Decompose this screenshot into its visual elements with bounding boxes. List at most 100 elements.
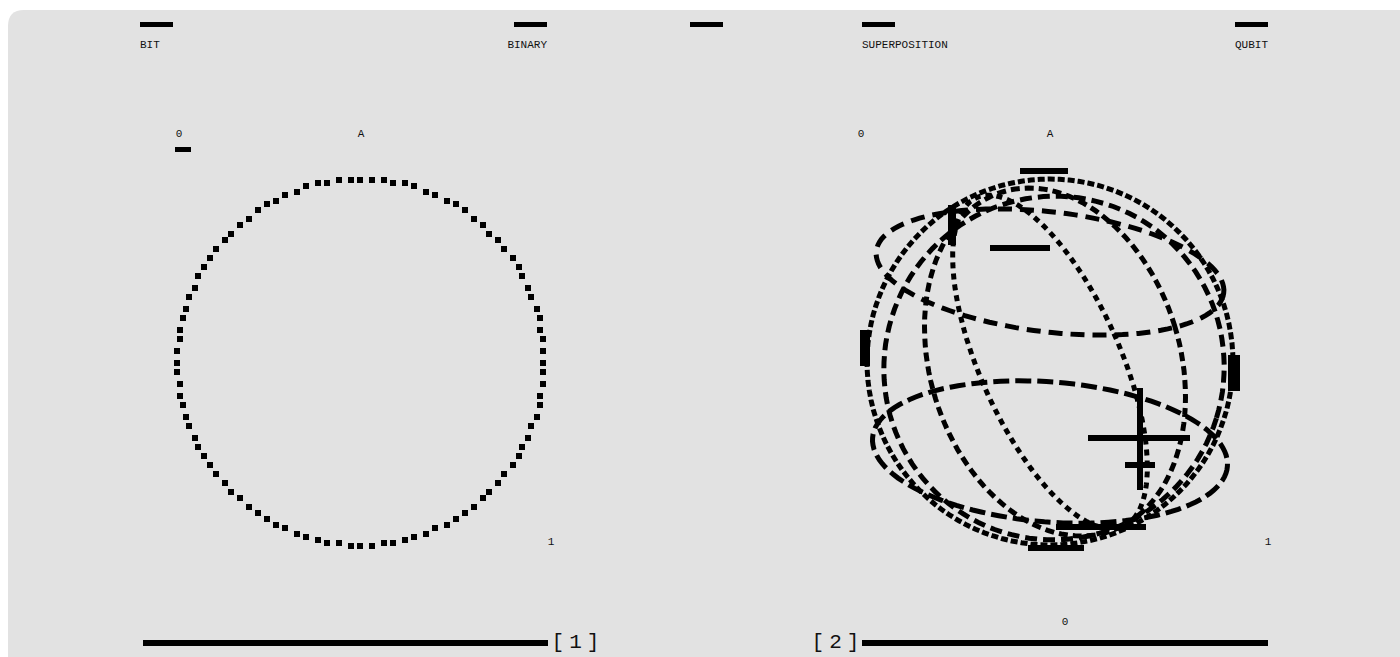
panel-ground — [8, 10, 1400, 657]
axis-label: A — [1047, 129, 1054, 140]
pixel-dot — [237, 222, 243, 228]
sphere-mark — [1020, 168, 1068, 174]
sphere-mark — [860, 330, 870, 366]
pixel-dot — [180, 315, 186, 321]
pixel-dot — [444, 198, 450, 204]
axis-label: 0 — [1062, 617, 1069, 628]
pixel-dot — [315, 537, 321, 543]
pixel-dot — [495, 237, 501, 243]
sphere-mark — [990, 245, 1050, 251]
pixel-dot — [540, 381, 546, 387]
pixel-dot — [534, 306, 540, 312]
pixel-dot — [357, 177, 363, 183]
sphere-mark — [1137, 388, 1143, 490]
pixel-dot — [213, 471, 219, 477]
pixel-dot — [195, 444, 201, 450]
pixel-dot — [177, 336, 183, 342]
tick-mark — [862, 22, 895, 27]
pixel-dot — [537, 327, 543, 333]
pixel-dot — [303, 534, 309, 540]
sphere-mark — [1228, 355, 1240, 391]
pixel-dot — [174, 348, 180, 354]
pixel-dot — [336, 177, 342, 183]
pixel-dot — [174, 369, 180, 375]
state-marker — [175, 147, 191, 152]
sphere-mark — [1125, 462, 1155, 468]
axis-label: A — [358, 129, 365, 140]
pixel-dot — [471, 504, 477, 510]
axis-label: BIT — [140, 40, 160, 51]
pixel-dot — [537, 402, 543, 408]
baseline-bar — [143, 640, 548, 646]
sphere-mark — [1056, 524, 1146, 530]
pixel-dot — [423, 531, 429, 537]
pixel-dot — [537, 393, 543, 399]
pixel-dot — [324, 180, 330, 186]
pixel-dot — [471, 216, 477, 222]
pixel-dot — [486, 231, 492, 237]
baseline-bar — [862, 640, 1268, 646]
pixel-dot — [381, 540, 387, 546]
pixel-dot — [516, 264, 522, 270]
pixel-dot — [348, 543, 354, 549]
axis-label: QUBIT — [1235, 40, 1268, 51]
pixel-dot — [534, 414, 540, 420]
pixel-dot — [432, 525, 438, 531]
pixel-dot — [537, 315, 543, 321]
pixel-dot — [540, 369, 546, 375]
pixel-dot — [390, 540, 396, 546]
pixel-dot — [177, 381, 183, 387]
pixel-dot — [516, 453, 522, 459]
pixel-dot — [192, 435, 198, 441]
pixel-dot — [381, 177, 387, 183]
sphere-curve — [867, 179, 1233, 545]
pixel-dot — [294, 189, 300, 195]
pixel-dot — [195, 273, 201, 279]
panel-number: [2] — [812, 632, 865, 653]
axis-label: 0 — [858, 129, 865, 140]
sphere-curve — [876, 209, 1224, 335]
pixel-dot — [324, 540, 330, 546]
pixel-dot — [246, 504, 252, 510]
pixel-dot — [510, 255, 516, 261]
pixel-dot — [510, 462, 516, 468]
bit-circle — [174, 177, 546, 549]
pixel-dot — [336, 540, 342, 546]
pixel-dot — [183, 414, 189, 420]
pixel-dot — [183, 306, 189, 312]
tick-mark — [514, 22, 547, 27]
pixel-dot — [480, 495, 486, 501]
panel-number: [1] — [552, 632, 605, 653]
pixel-dot — [462, 510, 468, 516]
sphere-curve — [873, 381, 1228, 523]
pixel-dot — [369, 177, 375, 183]
pixel-dot — [453, 516, 459, 522]
pixel-dot — [528, 423, 534, 429]
pixel-dot — [303, 183, 309, 189]
tick-mark — [1235, 22, 1268, 27]
pixel-dot — [207, 462, 213, 468]
pixel-dot — [255, 510, 261, 516]
pixel-dot — [186, 294, 192, 300]
pixel-dot — [423, 189, 429, 195]
pixel-dot — [480, 222, 486, 228]
pixel-dot — [519, 444, 525, 450]
pixel-dot — [228, 231, 234, 237]
tick-mark — [690, 22, 723, 27]
pixel-dot — [540, 348, 546, 354]
pixel-dot — [264, 201, 270, 207]
pixel-dot — [315, 180, 321, 186]
pixel-dot — [462, 207, 468, 213]
pixel-dot — [177, 327, 183, 333]
pixel-dot — [213, 246, 219, 252]
pixel-dot — [186, 423, 192, 429]
axis-label: 1 — [1265, 537, 1272, 548]
pixel-dot — [357, 543, 363, 549]
pixel-dot — [390, 180, 396, 186]
sphere-curve — [884, 196, 1224, 540]
pixel-dot — [525, 285, 531, 291]
pixel-dot — [432, 192, 438, 198]
pixel-dot — [255, 207, 261, 213]
pixel-dot — [501, 246, 507, 252]
